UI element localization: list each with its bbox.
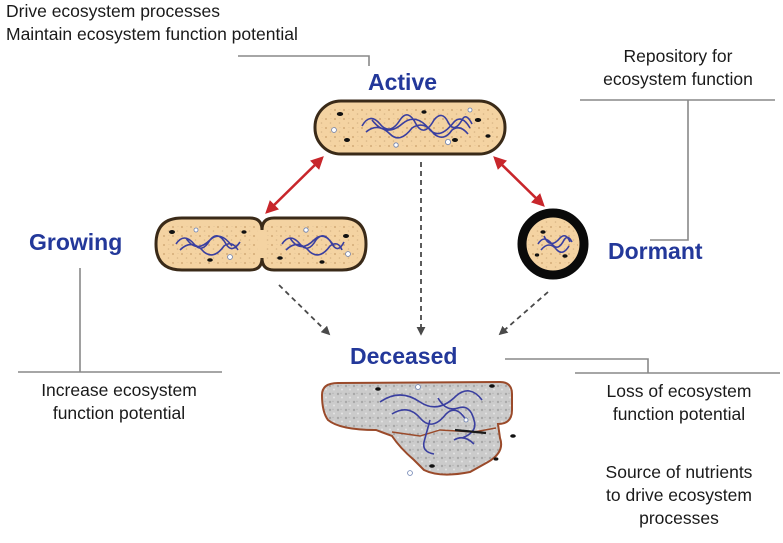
growing-active-transition-arrow	[265, 156, 324, 214]
growing-leader-line	[18, 268, 222, 373]
dormant-dna-icon	[537, 234, 573, 254]
deceased-loss-note: Loss of ecosystem function potential	[584, 380, 774, 426]
death-arrows	[278, 162, 549, 336]
active-dna-icon	[361, 114, 473, 139]
active-note: Drive ecosystem processes Maintain ecosy…	[6, 0, 298, 46]
deceased-dna-icon	[379, 390, 483, 455]
state-label-active: Active	[368, 69, 438, 95]
dormant-note: Repository for ecosystem function	[578, 45, 778, 91]
deceased-loss-note-line-2: function potential	[612, 404, 746, 424]
dormant-note-line-2: ecosystem function	[603, 69, 753, 89]
state-label-growing: Growing	[29, 229, 123, 255]
dormant-to-deceased-arrow	[498, 291, 549, 336]
growing-to-deceased-arrow	[278, 284, 331, 336]
growing-note-line-2: function potential	[52, 403, 186, 423]
growing-note-line-1: Increase ecosystem	[41, 380, 197, 400]
deceased-leader-line	[505, 358, 780, 374]
growing-cell	[154, 216, 368, 272]
deceased-cell	[320, 380, 516, 476]
active-leader-line	[238, 55, 370, 66]
deceased-source-note-line-1: Source of nutrients	[605, 462, 753, 482]
dormant-cell	[517, 208, 589, 280]
active-dormant-transition-arrow	[493, 156, 545, 207]
state-label-deceased: Deceased	[350, 343, 458, 369]
growing-note: Increase ecosystem function potential	[14, 379, 224, 425]
state-label-dormant: Dormant	[608, 238, 703, 264]
deceased-source-note-line-2: to drive ecosystem	[606, 485, 752, 505]
active-cell	[313, 99, 507, 156]
leader-lines	[18, 55, 780, 374]
deceased-source-note-line-3: processes	[639, 508, 719, 528]
deceased-source-note: Source of nutrients to drive ecosystem p…	[584, 461, 774, 530]
active-note-line-1: Drive ecosystem processes	[6, 1, 220, 21]
growing-dna-icon-left	[175, 235, 241, 256]
growing-dna-icon-right	[281, 235, 345, 256]
active-note-line-2: Maintain ecosystem function potential	[6, 24, 298, 44]
dormant-leader-line	[580, 99, 775, 241]
dormant-note-line-1: Repository for	[623, 46, 733, 66]
deceased-loss-note-line-1: Loss of ecosystem	[606, 381, 752, 401]
